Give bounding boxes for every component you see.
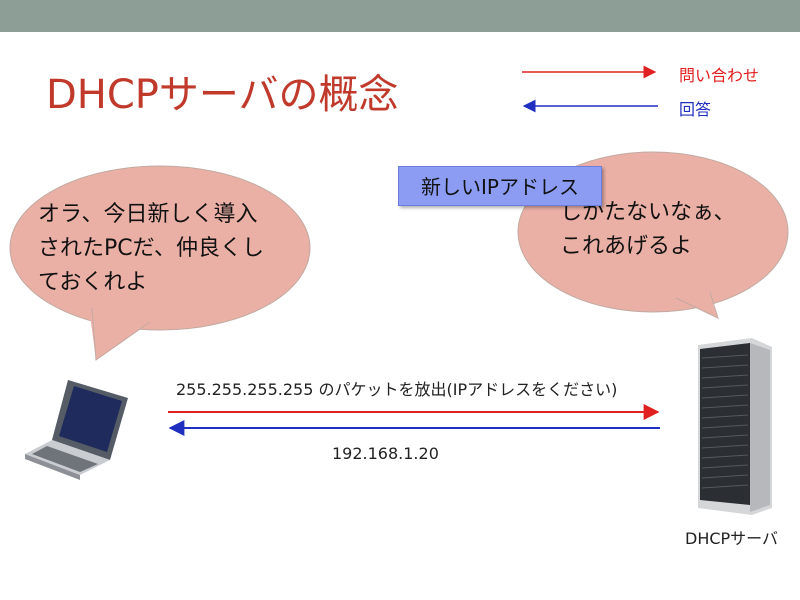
request-packet-text: 255.255.255.255 のパケットを放出(IPアドレスをください) bbox=[176, 380, 618, 399]
server-bubble-line: これあげるよ bbox=[560, 234, 693, 259]
response-ip-text: 192.168.1.20 bbox=[332, 444, 439, 463]
server-rack-icon bbox=[698, 338, 772, 515]
client-bubble-line: オラ、今日新しく導入 bbox=[38, 202, 258, 227]
server-bubble-text: しかたないなぁ、 これあげるよ bbox=[560, 196, 736, 264]
client-speech-bubble bbox=[9, 165, 311, 361]
client-bubble-line: ておくれよ bbox=[38, 270, 148, 295]
new-ip-label: 新しいIPアドレス bbox=[398, 166, 602, 206]
legend-response-label: 回答 bbox=[679, 100, 712, 119]
client-bubble-line: されたPCだ、仲良くし bbox=[38, 236, 264, 261]
top-bar bbox=[0, 0, 800, 32]
client-bubble-text: オラ、今日新しく導入 されたPCだ、仲良くし ておくれよ bbox=[38, 198, 264, 300]
legend-request-label: 問い合わせ bbox=[679, 66, 760, 85]
laptop-icon bbox=[25, 380, 128, 480]
server-label: DHCPサーバ bbox=[685, 529, 779, 548]
slide-title: DHCPサーバの概念 bbox=[46, 72, 399, 118]
